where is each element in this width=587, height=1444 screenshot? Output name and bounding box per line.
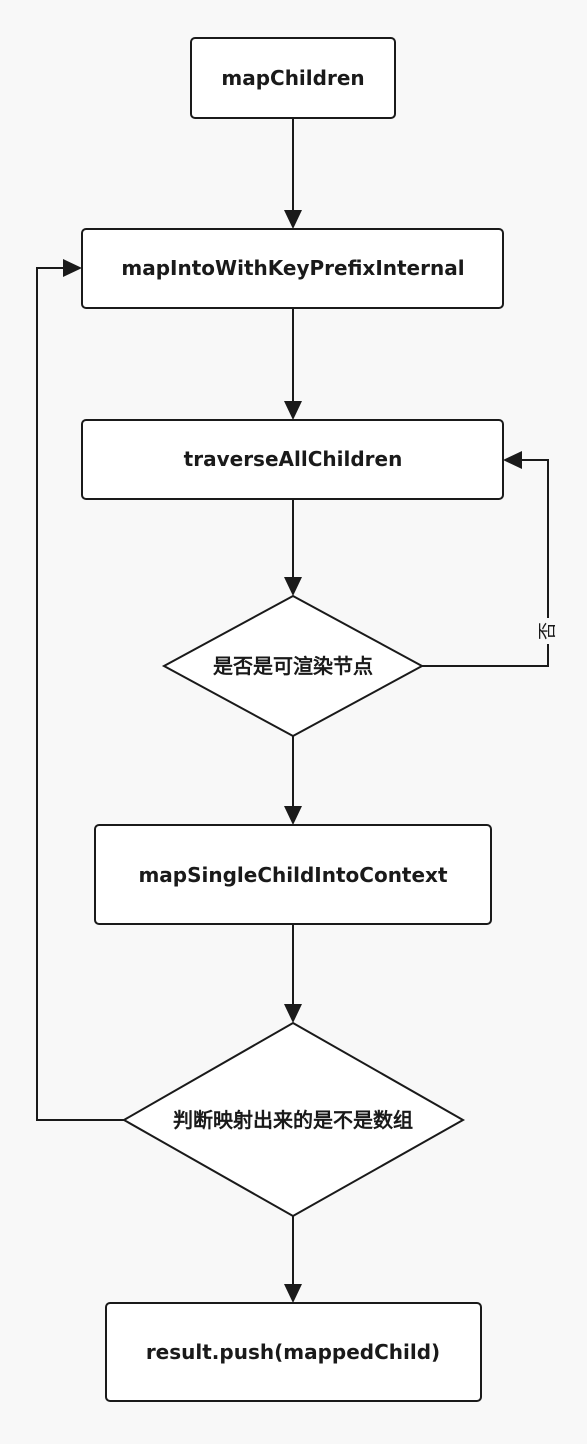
edge-is-renderable-no-loop: [422, 451, 549, 667]
decision-is-renderable-label: 是否是可渲染节点: [212, 654, 373, 678]
edge-map-into-to-traverse: [284, 308, 302, 420]
node-map-single-child-into-context: mapSingleChildIntoContext: [94, 824, 492, 925]
edge-label-no: 否: [537, 618, 559, 644]
arrow-down-icon: [284, 806, 302, 825]
arrow-left-icon: [503, 451, 522, 469]
arrow-down-icon: [284, 1004, 302, 1023]
decision-is-mapped-array-label: 判断映射出来的是不是数组: [173, 1108, 413, 1132]
edge-map-single-to-is-mapped-array: [284, 924, 302, 1023]
edge-is-mapped-array-loop-back: [36, 259, 124, 1121]
arrow-right-icon: [63, 259, 82, 277]
edge-label-no-text: 否: [538, 622, 559, 640]
edge-is-renderable-to-map-single: [284, 736, 302, 825]
edge-map-children-to-map-into: [284, 118, 302, 229]
edge-is-mapped-array-to-result-push: [284, 1216, 302, 1303]
edge-traverse-to-is-renderable: [284, 499, 302, 596]
node-traverse-all-children-label: traverseAllChildren: [184, 447, 403, 471]
arrow-down-icon: [284, 210, 302, 229]
arrow-down-icon: [284, 577, 302, 596]
decision-is-mapped-array: 判断映射出来的是不是数组: [121, 1021, 466, 1218]
node-map-children: mapChildren: [190, 37, 396, 119]
node-map-children-label: mapChildren: [221, 66, 364, 90]
decision-is-renderable: 是否是可渲染节点: [161, 594, 425, 738]
node-result-push-label: result.push(mappedChild): [146, 1340, 440, 1364]
arrow-down-icon: [284, 401, 302, 420]
node-map-into-with-key-prefix-internal: mapIntoWithKeyPrefixInternal: [81, 228, 504, 309]
arrow-down-icon: [284, 1284, 302, 1303]
node-map-into-with-key-prefix-internal-label: mapIntoWithKeyPrefixInternal: [121, 256, 464, 280]
node-map-single-child-into-context-label: mapSingleChildIntoContext: [138, 863, 447, 887]
node-traverse-all-children: traverseAllChildren: [81, 419, 504, 500]
node-result-push: result.push(mappedChild): [105, 1302, 482, 1402]
